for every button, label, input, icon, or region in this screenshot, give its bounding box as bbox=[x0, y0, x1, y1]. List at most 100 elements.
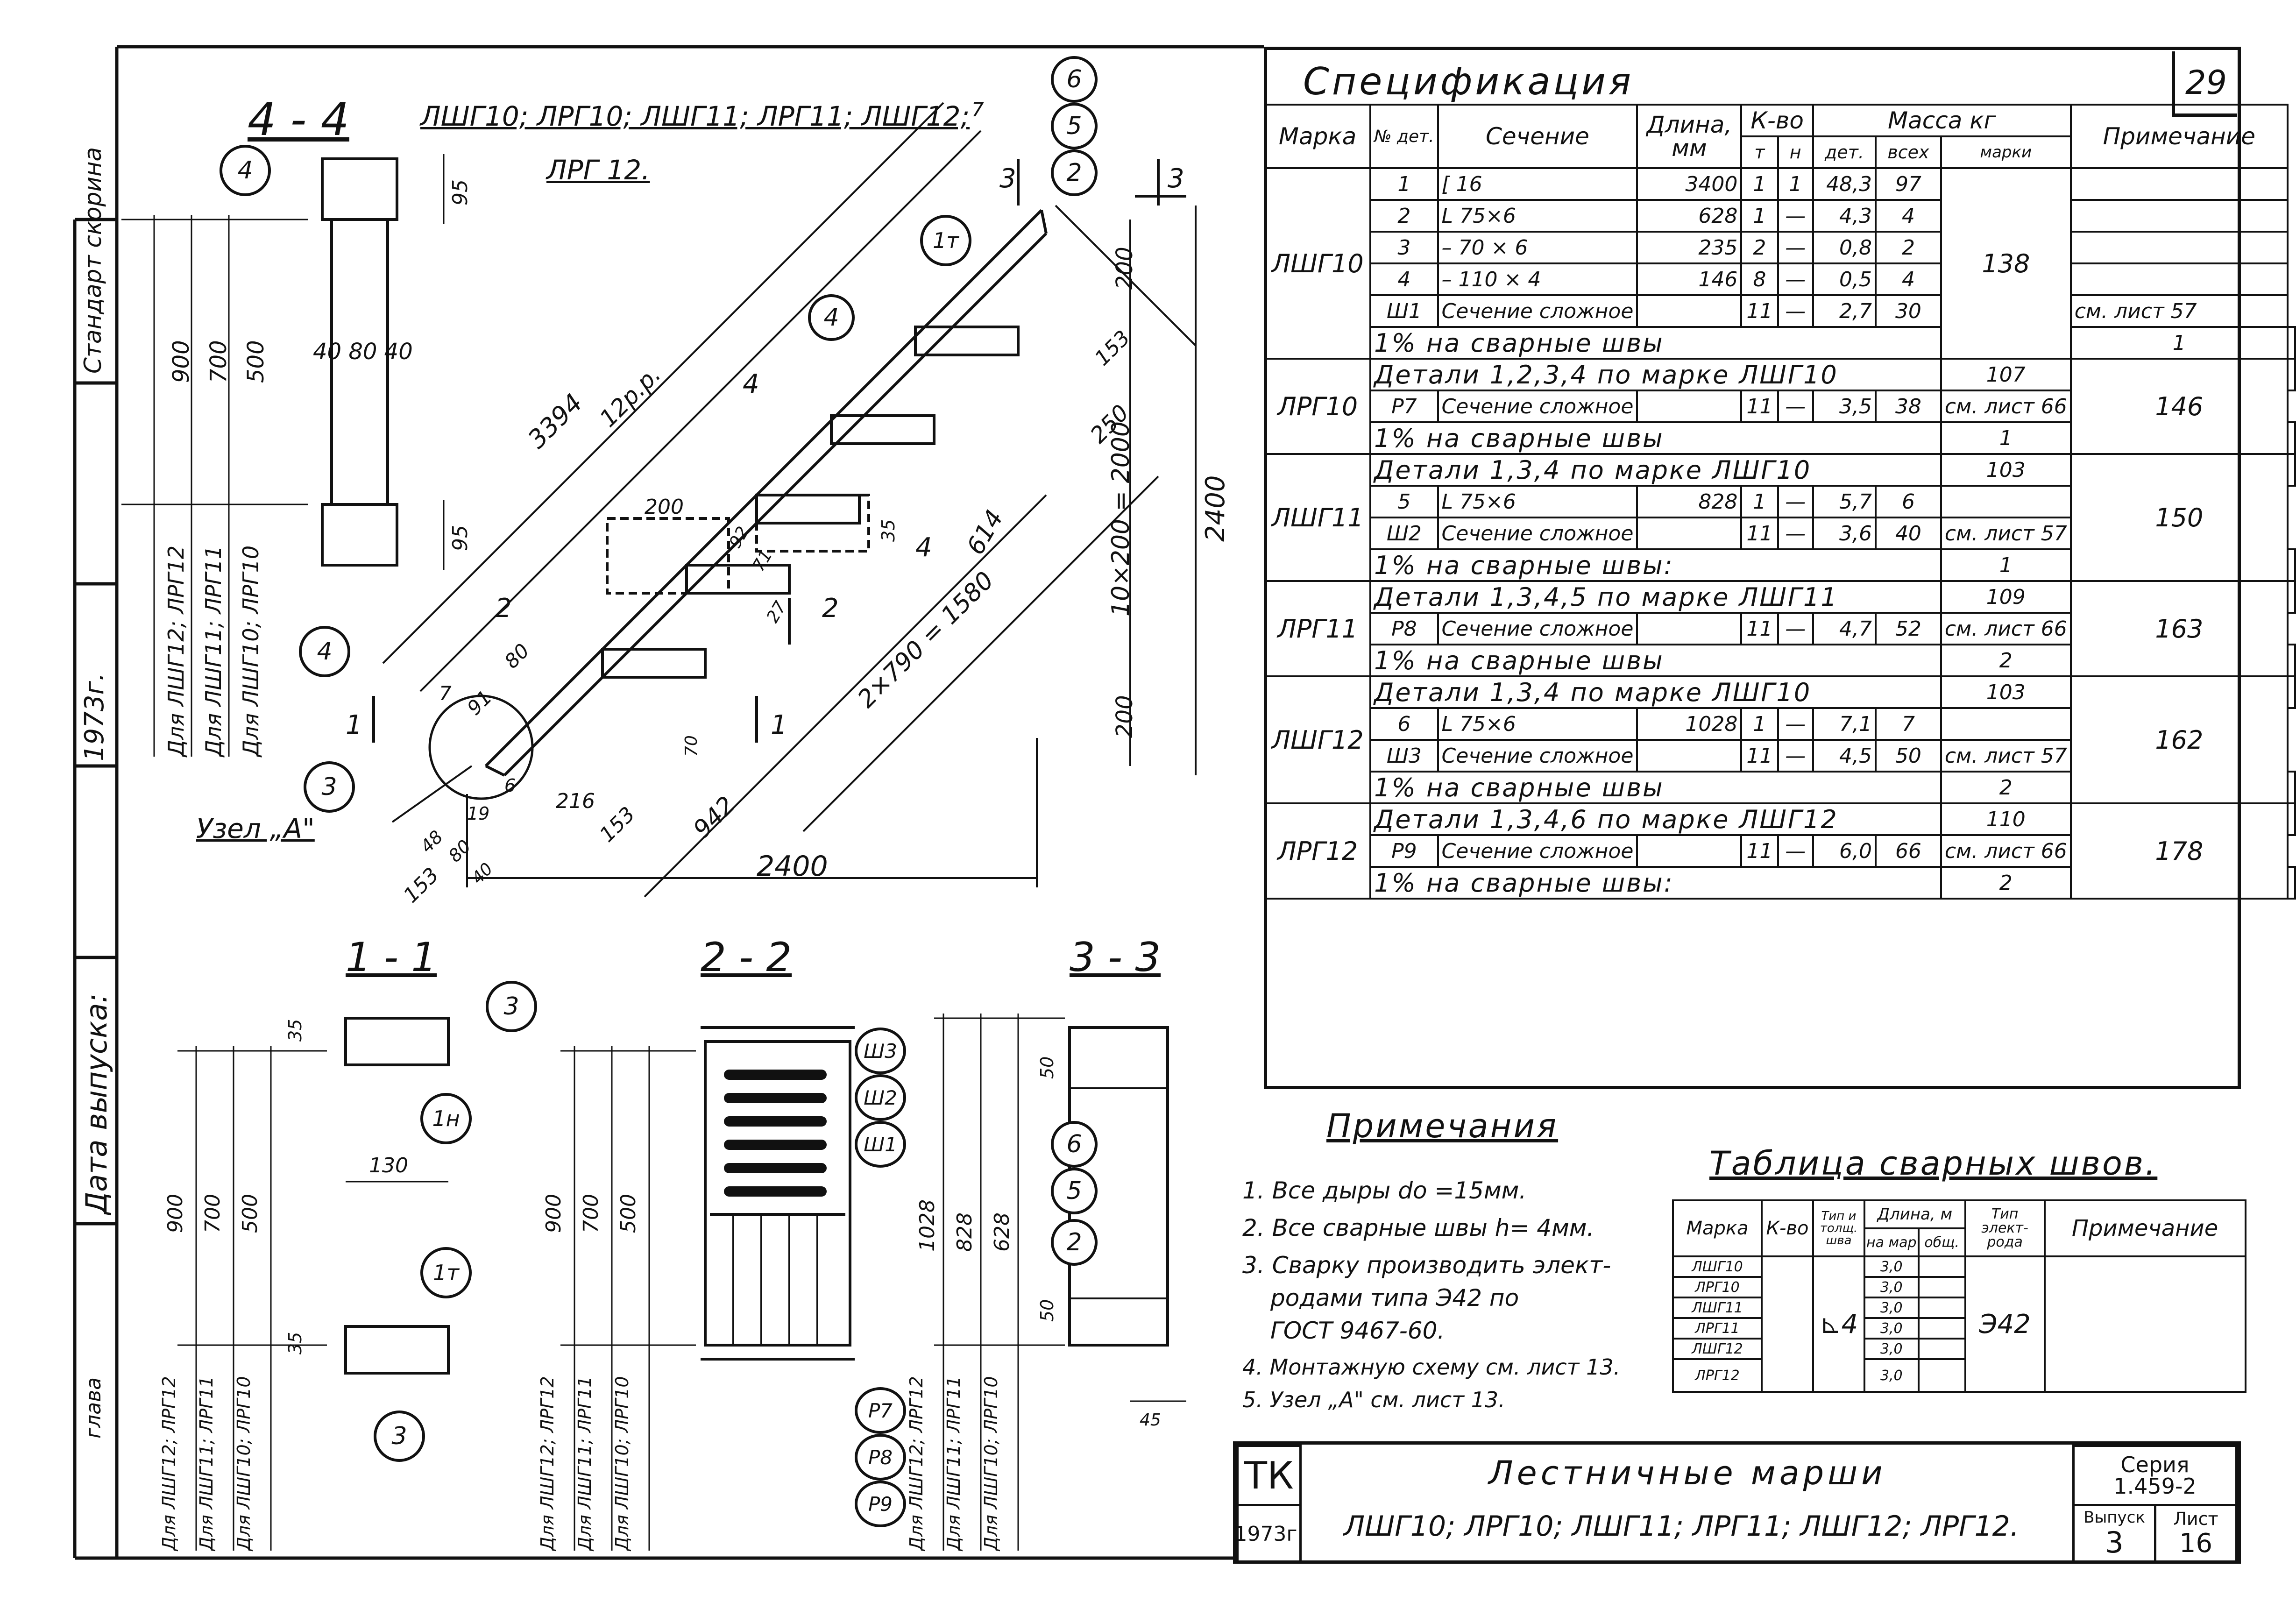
dim-216: 216 bbox=[556, 789, 595, 813]
spec-mass-all: 2 bbox=[1875, 231, 1942, 264]
dim-200-top: 200 bbox=[1112, 247, 1138, 290]
spec-qty-t: 1 bbox=[1740, 199, 1779, 233]
dim-900-a: 900 bbox=[168, 340, 194, 383]
spec-mass-all: 40 bbox=[1875, 517, 1942, 550]
spec-mass-all: 1 bbox=[2069, 326, 2289, 360]
spec-note bbox=[2069, 167, 2289, 201]
stringer-top-edge bbox=[484, 209, 1043, 767]
spec-length bbox=[1636, 517, 1743, 550]
callout-6: 6 bbox=[1051, 56, 1098, 103]
for-label-12-b: Для ЛШГ12; ЛРГ12 bbox=[159, 1376, 179, 1551]
spec-note bbox=[2287, 580, 2296, 614]
cut-2-b: 2 bbox=[822, 593, 839, 624]
for-label-11-a: Для ЛШГ11; ЛРГ11 bbox=[201, 545, 226, 757]
spec-part-no: 6 bbox=[1369, 707, 1439, 741]
spec-part-no: Ш1 bbox=[1369, 294, 1439, 328]
node-a-circle bbox=[428, 695, 534, 800]
spec-mass-all: 4 bbox=[1875, 262, 1942, 296]
dim-500-a: 500 bbox=[243, 340, 269, 383]
spec-mass-all: 103 bbox=[1940, 453, 2072, 487]
spec-note bbox=[2287, 675, 2296, 709]
spec-length bbox=[1636, 390, 1743, 423]
hdr-mass: Масса кг bbox=[1812, 104, 2072, 137]
for-label-11-d: Для ЛШГ11; ЛРГ11 bbox=[943, 1376, 964, 1551]
spec-mass-all: 107 bbox=[1940, 358, 2072, 391]
dim-500-c: 500 bbox=[617, 1194, 640, 1233]
spec-mass-mark: 162 bbox=[2069, 675, 2289, 804]
spec-wide-text: Детали 1,3,4,6 по марке ЛШГ12 bbox=[1369, 802, 1942, 836]
spec-section: Сечение сложное bbox=[1437, 390, 1638, 423]
for-label-12-a: Для ЛШГ12; ЛРГ12 bbox=[163, 545, 189, 757]
spec-mass-all: 2 bbox=[1940, 771, 2072, 804]
spec-length bbox=[1636, 612, 1743, 645]
spec-qty-n: 1 bbox=[1777, 167, 1814, 201]
dim-1028: 1028 bbox=[915, 1199, 939, 1252]
dim-7-b: 7 bbox=[971, 98, 984, 121]
stamp-marks: ЛШГ10; ЛРГ10; ЛШГ11; ЛРГ11; ЛШГ12; ЛРГ12… bbox=[1344, 1510, 2019, 1543]
spec-qty-n: — bbox=[1777, 517, 1814, 550]
cut-3-left: 3 bbox=[999, 163, 1016, 194]
dim-95-a: 95 bbox=[448, 179, 472, 206]
stamp-series: Серия 1.459-2 bbox=[2072, 1445, 2238, 1506]
spec-wide-text: 1% на сварные швы: bbox=[1369, 548, 1942, 582]
hdr-mark: Марка bbox=[1263, 104, 1372, 169]
spec-qty-n: — bbox=[1777, 739, 1814, 773]
spec-part-no: Ш2 bbox=[1369, 517, 1439, 550]
section22-body bbox=[704, 1040, 851, 1347]
spec-note bbox=[1940, 485, 2072, 518]
spec-wide-text: 1% на сварные швы bbox=[1369, 326, 1942, 360]
spec-length: 235 bbox=[1636, 231, 1743, 264]
weld-len-4: 3,0 bbox=[1864, 1317, 1920, 1340]
dim-2400-right: 2400 bbox=[1200, 475, 1231, 542]
spec-note bbox=[2287, 453, 2296, 487]
spec-mass-mark: 178 bbox=[2069, 802, 2289, 900]
weld-hdr-len-all: общ. bbox=[1917, 1227, 1966, 1257]
dim-7-a: 7 bbox=[439, 682, 452, 705]
spec-mass-all: 2 bbox=[1940, 644, 2072, 677]
spec-note: см. лист 57 bbox=[1940, 517, 2072, 550]
weld-len-1: 3,0 bbox=[1864, 1255, 1920, 1278]
spec-qty-t: 1 bbox=[1740, 167, 1779, 201]
stamp-issue: Выпуск 3 bbox=[2072, 1504, 2156, 1564]
spec-mass-part: 7,1 bbox=[1812, 707, 1877, 741]
dim-130: 130 bbox=[369, 1154, 408, 1177]
spec-mass-all: 7 bbox=[1875, 707, 1942, 741]
cut-1-a: 1 bbox=[346, 710, 362, 740]
spec-note: см. лист 57 bbox=[2069, 294, 2289, 328]
hdr-length: Длина, мм bbox=[1636, 104, 1743, 169]
spec-part-no: 3 bbox=[1369, 231, 1439, 264]
cut-4-b: 4 bbox=[915, 532, 932, 563]
note-5: 5. Узел „А" см. лист 13. bbox=[1242, 1387, 1505, 1412]
cut-2-a: 2 bbox=[495, 593, 512, 624]
spec-mass-part: 4,3 bbox=[1812, 199, 1877, 233]
spec-length bbox=[1636, 739, 1743, 773]
stringer-bottom-edge bbox=[503, 232, 1048, 777]
note-3c: ГОСТ 9467-60. bbox=[1270, 1317, 1445, 1344]
spec-row: 1% на сварные швы 1 bbox=[1265, 326, 2296, 360]
spec-section: Сечение сложное bbox=[1437, 517, 1638, 550]
weld-len-6: 3,0 bbox=[1864, 1358, 1920, 1393]
cut-1-b: 1 bbox=[771, 710, 787, 740]
for-label-11-b: Для ЛШГ11; ЛРГ11 bbox=[196, 1376, 217, 1551]
dim-35-a: 35 bbox=[285, 1019, 305, 1042]
hdr-qty: К-во bbox=[1740, 104, 1814, 137]
weld-hdr-len: Длина, м bbox=[1864, 1199, 1966, 1229]
spec-note bbox=[2069, 199, 2289, 233]
callout-6-b: 6 bbox=[1051, 1121, 1098, 1168]
callout-sh3: Ш3 bbox=[855, 1028, 906, 1074]
dim-95-b: 95 bbox=[448, 525, 472, 551]
callout-2-b: 2 bbox=[1051, 1219, 1098, 1266]
spec-note bbox=[2287, 866, 2296, 900]
weld-len-3: 3,0 bbox=[1864, 1297, 1920, 1319]
spec-mass-part: 4,5 bbox=[1812, 739, 1877, 773]
spec-mass-all: 103 bbox=[1940, 675, 2072, 709]
spec-qty-n: — bbox=[1777, 199, 1814, 233]
spec-mass-all: 110 bbox=[1940, 802, 2072, 836]
